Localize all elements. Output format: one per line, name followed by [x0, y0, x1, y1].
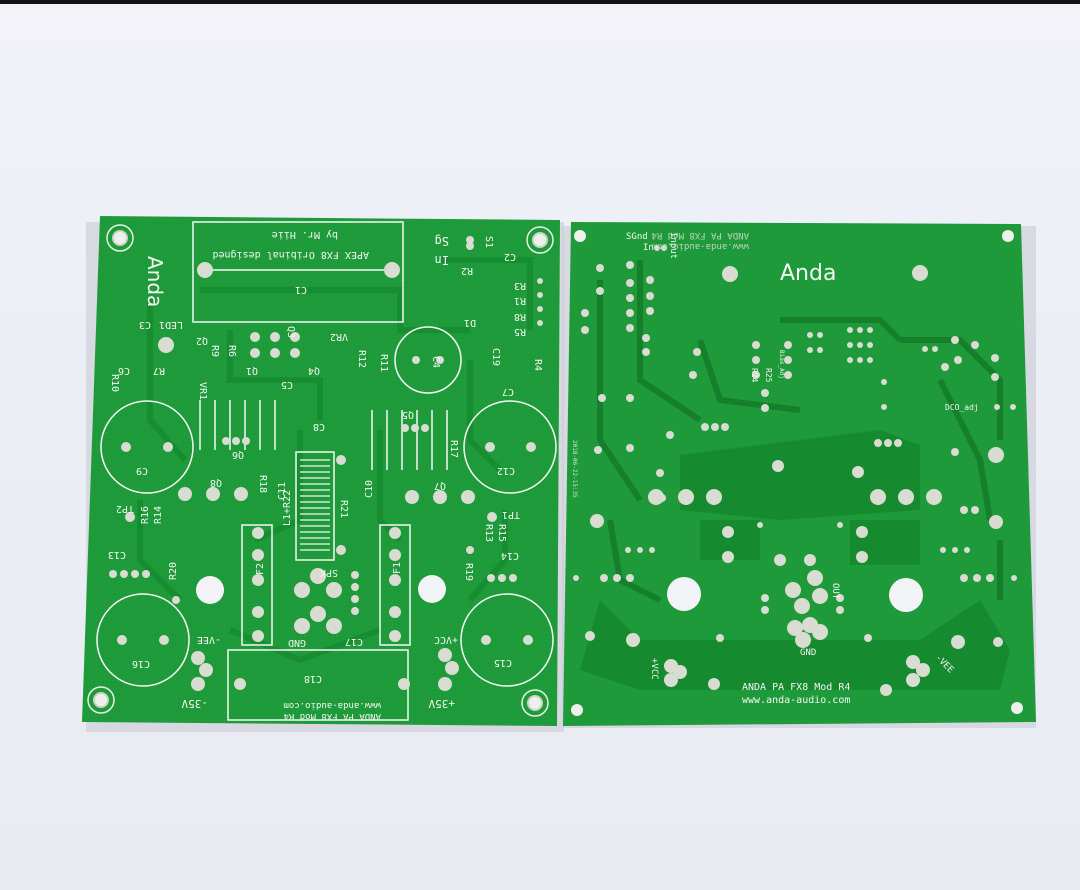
left-large-hole-2 [418, 575, 446, 603]
label-c1: C1 [295, 284, 307, 295]
right-label-dco-adj: DCO_adj [945, 403, 979, 412]
label-q3: Q3 [285, 326, 296, 338]
label-tp2: TP2 [116, 503, 134, 514]
label-r10: R10 [109, 374, 120, 392]
label-neg-vee: -VEE [197, 634, 221, 645]
label-in: In [435, 253, 449, 267]
label-gnd: GND [288, 637, 306, 648]
right-label-vcc: +VCC [649, 658, 659, 680]
right-label-r25: R25 [764, 368, 773, 383]
label-c15: C15 [494, 657, 512, 668]
label-tp1: TP1 [502, 509, 520, 520]
label-r19: R19 [463, 563, 474, 581]
label-r3: R3 [514, 280, 526, 291]
label-q8: Q8 [210, 477, 222, 488]
label-r20: R20 [168, 562, 179, 580]
right-label-sgnd: SGnd [626, 232, 648, 242]
right-side-code: 2018-06-22-15:35 [571, 440, 578, 498]
right-label-gnd: GND [800, 648, 816, 658]
right-large-hole-1 [667, 577, 701, 611]
label-c17: C17 [345, 636, 363, 647]
label-r2: R2 [461, 265, 473, 276]
label-r1: R1 [514, 295, 526, 306]
label-c19: C19 [490, 348, 501, 366]
label-r4: R4 [532, 359, 543, 371]
rail-pos-35v: +35V [428, 697, 455, 710]
label-c10: C10 [364, 480, 375, 498]
label-q6: Q6 [232, 449, 244, 460]
label-s1: S1 [483, 236, 494, 248]
label-c12: C12 [497, 465, 515, 476]
right-url: www.anda-audio.com [742, 695, 850, 706]
label-c6: C6 [118, 365, 130, 376]
label-d1: D1 [464, 317, 476, 328]
mount-holes [93, 230, 548, 711]
right-label-bias-adj: Bias_Adj [778, 350, 785, 379]
left-logo: Anda [143, 256, 167, 307]
label-c14: C14 [501, 550, 519, 561]
label-c7: C7 [502, 386, 514, 397]
label-c5: C5 [281, 379, 293, 390]
label-r14: R14 [153, 506, 164, 524]
label-q1: Q1 [246, 365, 258, 376]
label-r5: R5 [514, 326, 526, 337]
label-c8: C8 [313, 421, 325, 432]
label-r9: R9 [209, 345, 220, 357]
rail-neg-35v: -35V [181, 697, 208, 710]
label-f2: F2 [255, 563, 266, 575]
label-r11: R11 [378, 354, 389, 372]
top-edge-bar [0, 0, 1080, 4]
label-r6: R6 [226, 345, 237, 357]
right-pcb-board: Anda SGnd Input In+ ANDA PA FX8 Mod R4 w… [563, 222, 1036, 726]
label-c4: C4 [430, 356, 441, 368]
label-r21: R21 [338, 500, 349, 518]
label-q7: Q7 [434, 480, 446, 491]
label-c3: C3 [139, 319, 151, 330]
label-led1: LED1 [159, 319, 183, 330]
label-q5: Q5 [402, 409, 414, 420]
right-top-text2: www.anda-audio.com [651, 241, 749, 251]
label-vr1: VR1 [197, 382, 208, 400]
left-title-line1: APEX FX8 Oribinal designed [212, 249, 369, 260]
label-c16: C16 [132, 658, 150, 669]
label-r18: R18 [257, 475, 268, 493]
label-r15: R15 [496, 524, 507, 542]
label-c2: C2 [504, 251, 516, 262]
label-spk: SPK [320, 567, 338, 578]
label-c13: C13 [108, 549, 126, 560]
label-sg: Sg [435, 234, 449, 248]
label-l1-r22: L1+R22 [282, 490, 293, 526]
label-r12: R12 [356, 350, 367, 368]
right-label-out: OUT [830, 583, 840, 600]
right-top-text: ANDA PA FX8 Mod R4 [651, 230, 749, 240]
right-large-hole-2 [889, 578, 923, 612]
left-pcb-board: Anda APEX FX8 Oribinal designed by Mr. H… [82, 216, 560, 726]
label-f1: F1 [392, 562, 403, 574]
left-bottom-text2: ANDA PA FX8 Mod R4 [283, 711, 381, 721]
left-bottom-text: www.anda-audio.com [283, 700, 381, 710]
label-vr2: VR2 [330, 331, 348, 342]
right-logo: Anda [780, 261, 836, 286]
label-r8: R8 [514, 311, 526, 322]
label-pos-vcc: +VCC [434, 634, 458, 645]
label-r17: R17 [448, 440, 459, 458]
label-r7: R7 [153, 365, 165, 376]
label-r16: R16 [140, 506, 151, 524]
left-title-line2: by Mr. Hiie [272, 229, 338, 240]
label-c18: C18 [304, 673, 322, 684]
right-label-r24: R24 [750, 368, 759, 383]
label-c11: C11 [277, 482, 288, 500]
label-q2: Q2 [196, 335, 208, 346]
right-label-in-plus: In+ [643, 243, 660, 253]
label-q4: Q4 [308, 365, 320, 376]
left-large-hole-1 [196, 576, 224, 604]
right-label-input: Input [668, 232, 678, 259]
right-title: ANDA PA FX8 Mod R4 [742, 682, 850, 693]
label-r13: R13 [483, 524, 494, 542]
label-c9: C9 [136, 465, 148, 476]
